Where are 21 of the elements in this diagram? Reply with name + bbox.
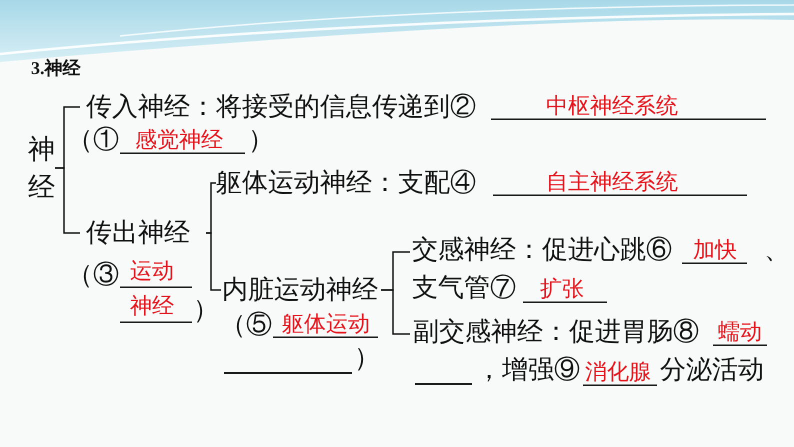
term-label: 神经 bbox=[28, 131, 55, 207]
term-label: 内脏运动神经 bbox=[222, 275, 378, 305]
question-number: （① bbox=[80, 125, 119, 155]
bracket-connector bbox=[206, 232, 221, 291]
sentence-text: 支气管⑦ bbox=[412, 273, 516, 303]
sentence-text: 交感神经：促进心跳⑥ bbox=[412, 235, 672, 265]
closing-parenthesis: ） bbox=[354, 343, 367, 373]
bracket-connector bbox=[55, 167, 80, 234]
section-title: 3.神经 bbox=[31, 57, 80, 79]
sentence-text: ，增强⑨ bbox=[476, 355, 580, 385]
punctuation-mark: 、 bbox=[764, 235, 777, 265]
term-label: 传出神经 bbox=[86, 218, 190, 248]
sentence-text: 传入神经：将接受的信息传递到② bbox=[86, 92, 476, 122]
closing-parenthesis: ） bbox=[248, 125, 261, 155]
sentence-text: 分泌活动 bbox=[660, 355, 764, 385]
bracket-connector bbox=[381, 289, 410, 335]
question-number: （⑤ bbox=[233, 310, 272, 340]
closing-parenthesis: ） bbox=[193, 295, 206, 325]
question-number: （③ bbox=[80, 260, 119, 290]
sentence-text: 副交感神经：促进胃肠⑧ bbox=[413, 317, 699, 347]
sentence-text: 躯体运动神经：支配④ bbox=[216, 168, 476, 198]
